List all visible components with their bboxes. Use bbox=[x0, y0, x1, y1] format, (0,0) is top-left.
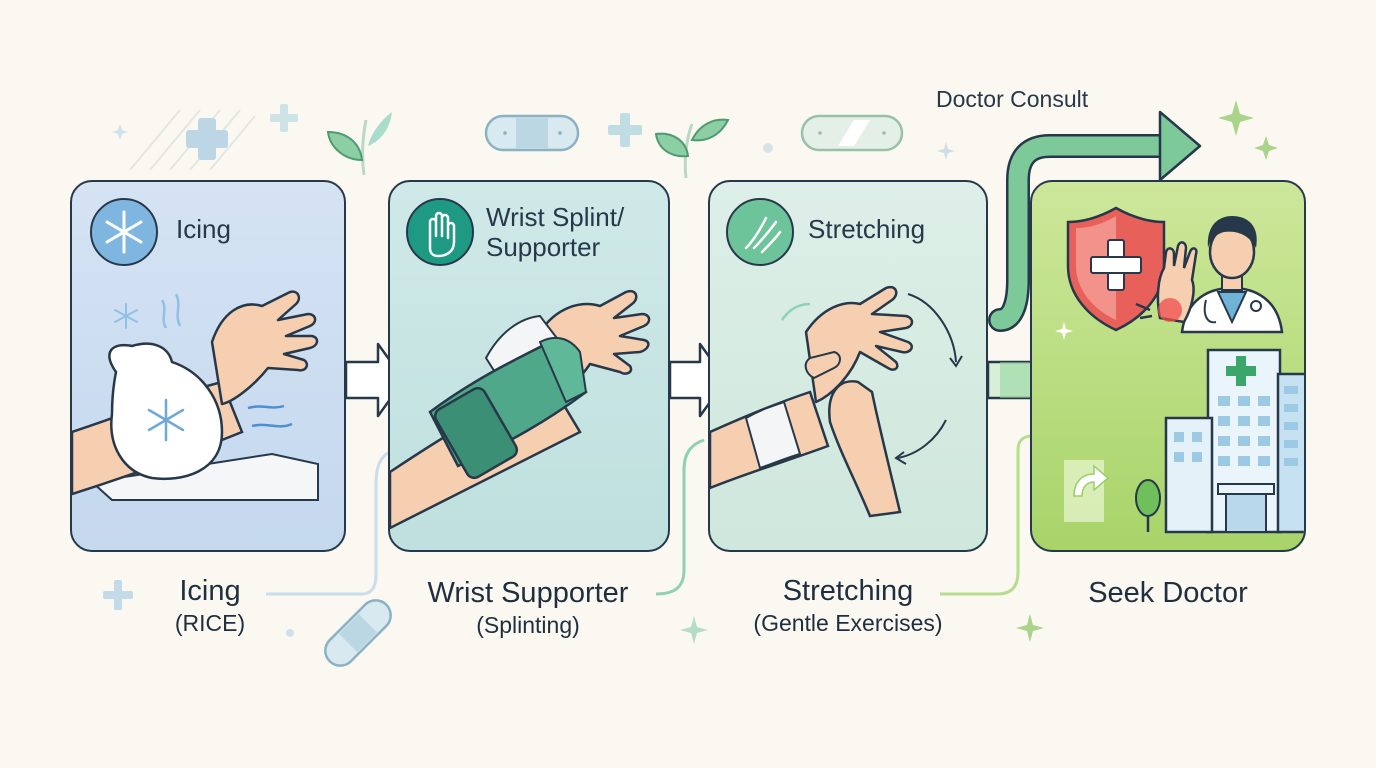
caption-sub: (RICE) bbox=[174, 610, 246, 636]
sparkle-icon bbox=[1016, 614, 1044, 642]
leaf-icon bbox=[654, 118, 730, 179]
caption-main: Icing bbox=[179, 575, 241, 607]
step-caption-supporter: Wrist Supporter (Splinting) bbox=[400, 576, 656, 640]
stretching-panel: Stretching bbox=[708, 180, 988, 552]
plus-icon bbox=[270, 104, 298, 132]
sparkle-icon bbox=[1218, 100, 1278, 160]
stretching-illustration bbox=[710, 198, 963, 518]
stretch-icon bbox=[744, 216, 782, 254]
step-caption-doctor: Seek Doctor bbox=[1058, 576, 1278, 610]
caption-main: Wrist Supporter bbox=[427, 577, 629, 609]
sparkle-icon bbox=[937, 142, 955, 160]
sparkle-icon bbox=[112, 124, 128, 140]
icing-panel: Icing bbox=[70, 180, 346, 552]
hospital-icon bbox=[1164, 348, 1304, 534]
bandage-icon bbox=[324, 599, 392, 667]
splint-panel: Wrist Splint/ Supporter bbox=[388, 180, 670, 552]
plus-icon bbox=[608, 113, 642, 147]
leaf-icon bbox=[326, 112, 392, 176]
caption-sub: (Gentle Exercises) bbox=[753, 610, 943, 636]
step-caption-stretching: Stretching (Gentle Exercises) bbox=[726, 574, 970, 638]
consult-arrow bbox=[988, 110, 1202, 332]
card-title: Stretching bbox=[808, 214, 926, 244]
card-title: Wrist Splint/ Supporter bbox=[486, 202, 625, 262]
bandage-icon bbox=[800, 114, 904, 152]
plus-icon bbox=[186, 118, 228, 160]
icing-illustration bbox=[72, 198, 319, 501]
doctor-icon bbox=[1180, 216, 1284, 334]
card-title: Icing bbox=[176, 214, 231, 244]
step-caption-icing: Icing (RICE) bbox=[140, 574, 280, 638]
snowflake-icon bbox=[105, 210, 143, 254]
caption-main: Stretching bbox=[782, 575, 914, 607]
shield-cross-icon bbox=[1066, 206, 1166, 332]
doctor-panel bbox=[1030, 180, 1306, 552]
bandage-icon bbox=[484, 114, 580, 152]
caption-main: Seek Doctor bbox=[1088, 577, 1248, 609]
doctor-consult-label: Doctor Consult bbox=[936, 86, 1089, 112]
caption-sub: (Splinting) bbox=[476, 612, 580, 638]
splint-illustration bbox=[390, 198, 651, 530]
sparkle-icon bbox=[680, 616, 708, 644]
plus-icon bbox=[103, 580, 133, 610]
hand-icon bbox=[428, 211, 456, 258]
doctor-illustration bbox=[1055, 206, 1304, 534]
